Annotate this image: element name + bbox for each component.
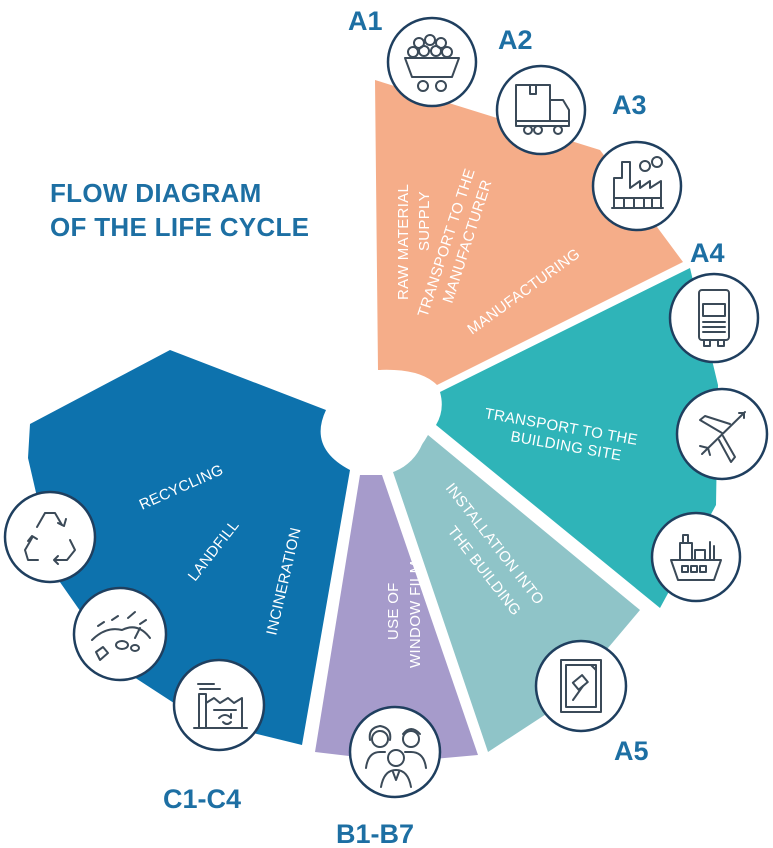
incinerator-icon bbox=[172, 658, 266, 752]
factory-gears-icon bbox=[591, 140, 683, 232]
title-line-2: OF THE LIFE CYCLE bbox=[50, 212, 310, 242]
diagram-center-hole bbox=[326, 375, 426, 475]
diagram-title: FLOW DIAGRAM OF THE LIFE CYCLE bbox=[50, 176, 309, 244]
cargo-ship-icon bbox=[650, 511, 742, 603]
label-raw-material-line2: SUPPLY bbox=[416, 191, 433, 251]
label-use-line2: WINDOW FILM bbox=[407, 561, 424, 668]
stage-code-a4: A4 bbox=[690, 238, 725, 268]
stage-code-a2: A2 bbox=[498, 25, 533, 55]
stage-code-a5: A5 bbox=[614, 736, 649, 766]
window-installation-icon bbox=[534, 639, 628, 733]
mine-cart-icon bbox=[386, 16, 478, 108]
airplane-icon bbox=[675, 387, 769, 481]
stage-code-b: B1-B7 bbox=[336, 819, 414, 848]
title-line-1: FLOW DIAGRAM bbox=[50, 178, 262, 208]
recycling-icon bbox=[3, 490, 97, 584]
stage-code-c: C1-C4 bbox=[163, 784, 241, 814]
label-raw-material-line1: RAW MATERIAL bbox=[395, 184, 412, 300]
delivery-truck-icon bbox=[495, 64, 587, 156]
landfill-icon bbox=[72, 586, 168, 682]
people-group-icon bbox=[348, 705, 442, 799]
segment-transport bbox=[436, 268, 718, 608]
semi-truck-icon bbox=[668, 272, 760, 364]
stage-code-a3: A3 bbox=[612, 90, 647, 120]
label-use-line1: USE OF bbox=[385, 582, 402, 640]
segment-use bbox=[315, 475, 478, 762]
segment-production bbox=[375, 80, 683, 385]
stage-code-a1: A1 bbox=[348, 6, 383, 36]
